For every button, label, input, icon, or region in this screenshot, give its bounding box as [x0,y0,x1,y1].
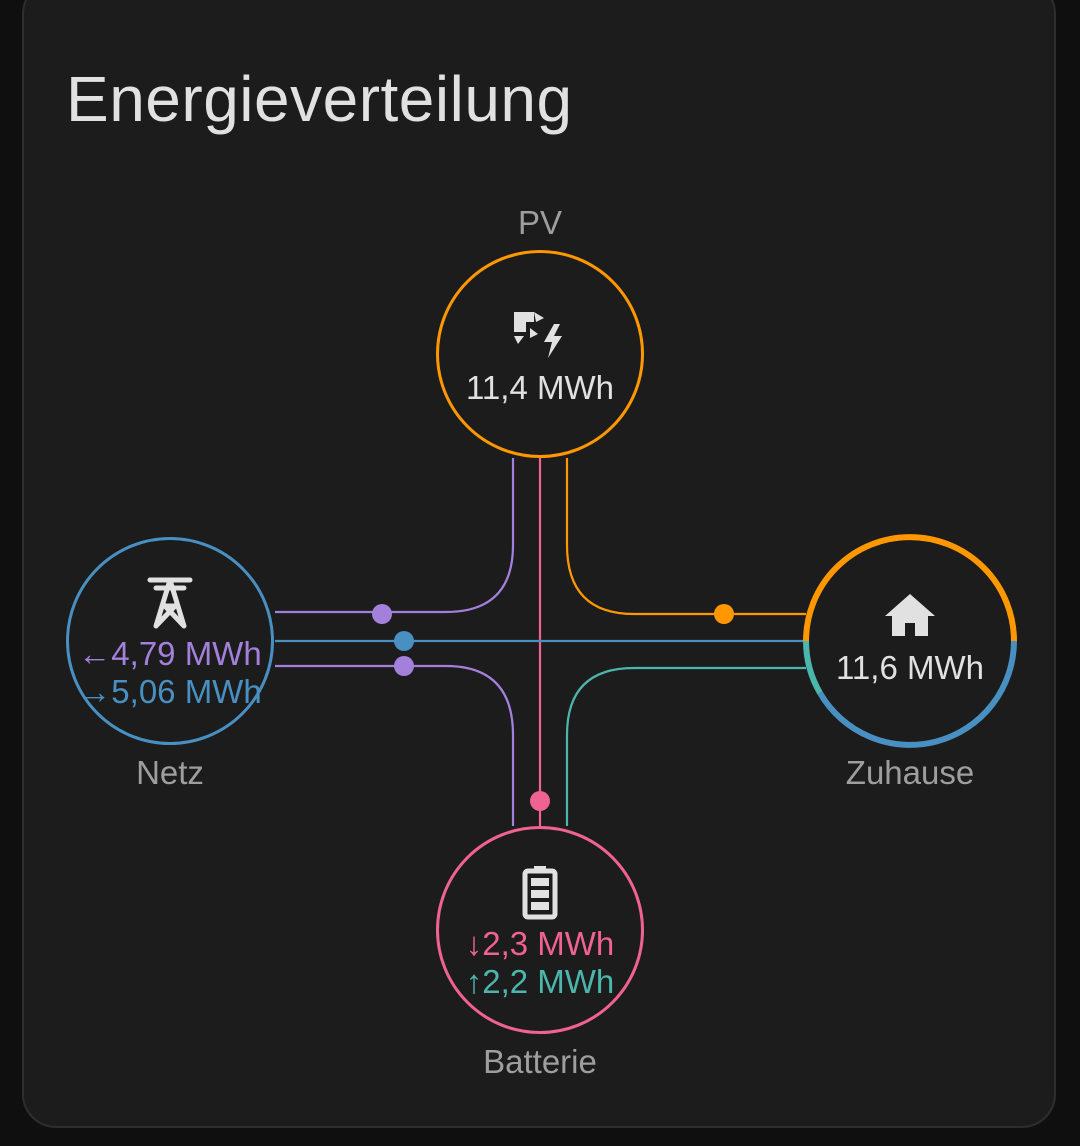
grid-return: →5,06 MWh [78,673,261,711]
flow-dot-solar-battery [530,791,550,811]
solar-label: PV [517,204,563,241]
solar-value: 11,4 MWh [466,368,614,406]
battery-in: ↓2,3 MWh [466,925,615,963]
battery-out: ↑2,2 MWh [466,963,615,1001]
arrow-down-icon: ↓ [465,924,483,962]
flow-dot-solar-grid [372,604,392,624]
flow-dot-grid-battery [394,656,414,676]
flow-solar-to-grid [275,458,515,614]
arrow-up-icon: ↑ [465,962,483,1000]
solar-node[interactable]: 11,4 MWh [436,250,644,458]
home-ring [803,534,1017,748]
battery-icon [522,864,558,925]
home-node[interactable]: 11,6 MWh [806,537,1014,745]
flow-battery-to-home [565,666,806,826]
arrow-left-icon: ← [78,634,112,672]
card-title: Energieverteilung [66,63,573,135]
home-icon [883,592,937,643]
grid-label: Netz [136,754,204,791]
home-value: 11,6 MWh [836,648,984,686]
battery-node[interactable]: ↓2,3 MWh ↑2,2 MWh [436,826,644,1034]
flow-grid-to-battery [275,664,515,826]
grid-consumption-value: 4,79 MWh [111,634,262,672]
home-label: Zuhause [845,754,975,791]
flow-dot-grid-home [394,631,414,651]
flow-dot-solar-home [714,604,734,624]
arrow-right-icon: → [78,672,112,710]
flow-solar-to-home [565,458,806,616]
battery-in-value: 2,3 MWh [482,924,615,962]
grid-node[interactable]: ←4,79 MWh →5,06 MWh [66,537,274,745]
transmission-tower-icon [144,574,196,635]
battery-label: Batterie [483,1043,597,1080]
battery-out-value: 2,2 MWh [482,962,615,1000]
grid-consumption: ←4,79 MWh [78,635,261,673]
solar-power-icon [510,308,570,367]
grid-return-value: 5,06 MWh [111,672,262,710]
